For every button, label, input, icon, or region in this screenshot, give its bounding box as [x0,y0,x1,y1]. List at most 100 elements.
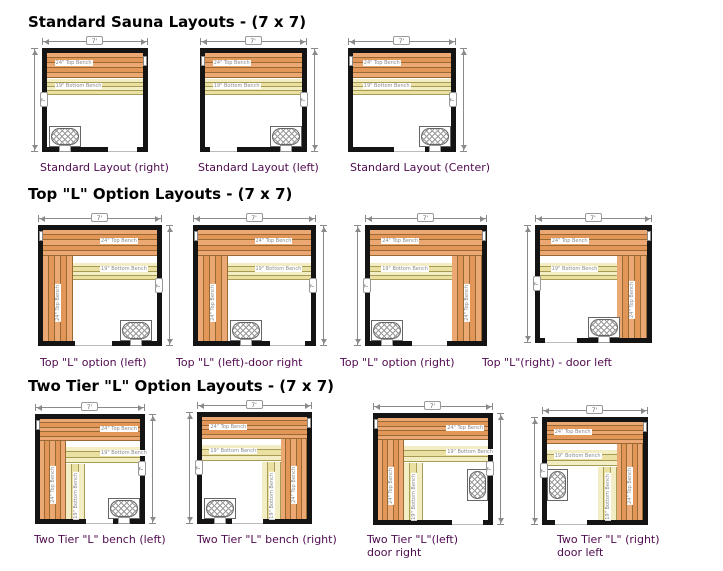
dim-arrow-icon [486,404,491,410]
wall-top [542,417,648,422]
dim-end-tick [320,345,327,346]
bench-plank [274,462,281,519]
dim-label: 7' [309,277,317,293]
dim-end-tick [161,215,162,222]
dim-end-tick [186,412,193,413]
dim-end-tick [42,38,43,45]
door-opening [394,147,425,152]
bench-plank [262,462,269,519]
wall-top [348,48,456,53]
wall-bottom [42,147,148,152]
bench-size-label: 19" Bottom Bench [362,83,411,89]
dim-end-tick [31,48,38,49]
bench-plank [540,271,617,276]
door-opening [452,520,484,525]
dim-label: 7' [244,36,262,45]
wall-top [193,225,316,230]
bench-size-label: 24" Top Bench [629,281,635,319]
dim-label: 7' [533,276,541,291]
heater-element [205,500,234,517]
wall-right [143,48,148,152]
bench-plank [198,230,311,236]
dim-end-tick [311,151,318,152]
heater-vent-marker [59,145,72,152]
bench-plank [404,456,488,462]
wall-top [200,48,307,53]
door-opening [544,338,578,343]
dim-label: 7' [245,400,263,409]
section-heading-two-tier: Two Tier "L" Option Layouts - (7 x 7) [28,377,335,395]
bench-size-label: 19" Bottom Bench [605,473,611,521]
dim-line [500,413,501,525]
dim-end-tick [147,38,148,45]
heater-element [121,322,150,339]
dim-label: 7' [138,461,146,476]
heater [270,126,302,147]
door-opening [411,341,447,346]
dim-end-tick [354,225,361,226]
heater-element [231,322,260,339]
dim-arrow-icon [461,50,467,55]
bench-plank [393,440,399,520]
dim-arrow-icon [150,517,156,522]
dim-arrow-icon [645,216,650,222]
bench-size-label: 19" Bottom Bench [212,83,261,89]
bench-plank [632,444,638,520]
bench-plank [353,53,451,58]
wall-top [38,225,162,230]
dim-line [152,414,153,524]
dim-arrow-icon [167,339,173,344]
wall-bottom [373,520,493,525]
vent-marker [35,419,40,430]
top-bench [47,53,143,78]
wall-top [535,225,652,230]
bench-plank [47,63,143,68]
dim-end-tick [354,345,361,346]
bench-plank [205,87,302,91]
bench-size-label: 19" Bottom Bench [553,453,602,459]
dim-line [527,225,528,343]
dim-end-tick [35,404,36,411]
dim-arrow-icon [312,50,318,55]
bench-size-label: 24" Top Bench [212,60,251,66]
door-opening [209,147,238,152]
bench-plank [635,256,641,338]
bench-plank [78,464,85,519]
dim-end-tick [647,407,648,414]
dim-end-tick [315,215,316,222]
top-bench [370,230,482,256]
heater-element [421,128,449,145]
bench-plank [61,256,67,341]
dim-label: 7' [586,405,603,414]
heater-element [51,128,80,145]
dim-end-tick [497,413,504,414]
door-opening [107,147,138,152]
wall-right [482,225,487,346]
bench-size-label: 24" Top Bench [291,466,297,504]
top-bench [205,53,302,78]
dim-arrow-icon [167,227,173,232]
diagram-caption: Top "L" option (left) [40,356,147,369]
dim-end-tick [186,523,193,524]
bench-size-label: 19" Bottom Bench [209,448,258,454]
dim-line [189,412,190,524]
bench-plank [43,230,157,236]
bench-plank [378,426,488,432]
heater [419,126,451,147]
section-heading-standard: Standard Sauna Layouts - (7 x 7) [28,13,307,31]
bench-size-label: 19" Bottom Bench [269,472,275,520]
door-opening [270,341,305,346]
wall-right [647,225,652,343]
diagram-caption: Top "L"(right) - door left [482,356,612,369]
wall-bottom [200,147,307,152]
dim-arrow-icon [480,216,485,222]
door-opening [554,520,587,525]
dim-end-tick [492,403,493,410]
bench-plank [622,444,628,520]
dim-arrow-icon [37,405,42,411]
bench-plank [547,426,643,431]
dim-label: 7' [424,401,441,410]
diagram-caption: Two Tier "L"(left)door right [367,533,458,559]
bench-size-label: 24" Top Bench [54,60,93,66]
